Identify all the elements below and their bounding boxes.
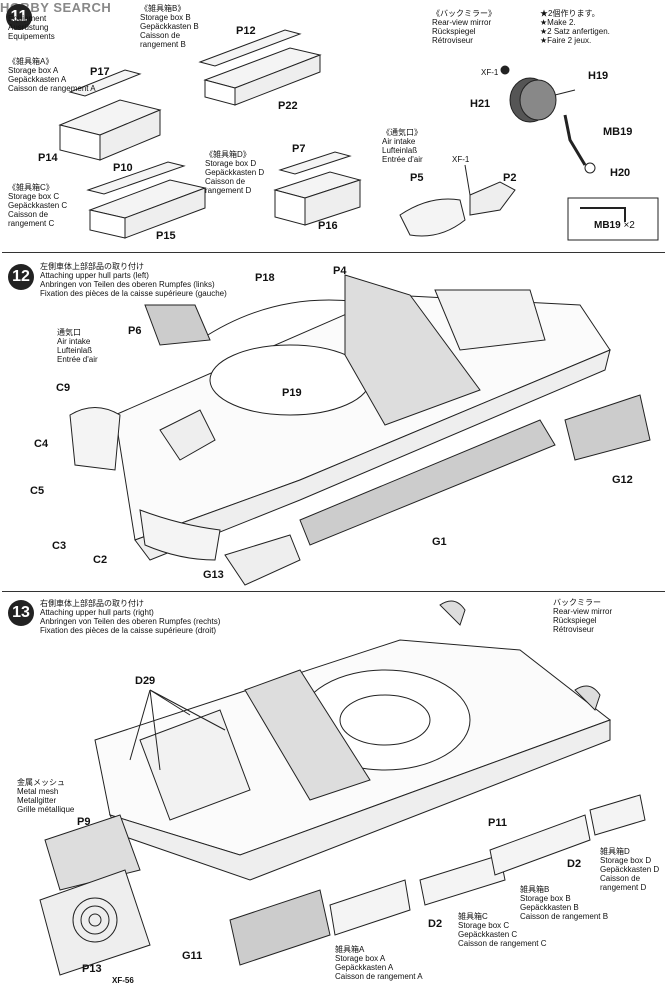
part-label: P12: [236, 25, 256, 37]
paint-code: XF-56: [112, 976, 134, 985]
part-label: D2: [567, 858, 582, 870]
part-label: P22: [278, 100, 298, 112]
storage-box-d-drawing: [273, 151, 362, 226]
part-label: P7: [292, 143, 306, 155]
part-label: G12: [612, 474, 633, 486]
step-13-divider: [2, 591, 665, 592]
step-11-number: 11: [6, 4, 32, 30]
air-intake-drawing: [399, 164, 516, 237]
part-label: H19: [588, 70, 609, 82]
part-label: P4: [333, 265, 347, 277]
part-label: P6: [128, 325, 142, 337]
part-label: P13: [82, 963, 102, 975]
make-two-note: ★2個作ります。★Make 2.★2 Satz anfertigen.★Fair…: [540, 9, 610, 45]
part-label: G13: [203, 569, 224, 581]
part-label: P14: [38, 152, 58, 164]
rear-view-mirror-drawing: [500, 65, 596, 174]
storage-box-c-drawing: [86, 161, 207, 239]
paint-code: XF-1: [481, 68, 499, 77]
part-label: C9: [56, 382, 71, 394]
storage-box-a-drawing: [58, 69, 162, 161]
step-13-number: 13: [8, 600, 34, 626]
part-label: P9: [77, 816, 91, 828]
part-label: P5: [410, 172, 424, 184]
part-label: C5: [30, 485, 45, 497]
part-label: C2: [93, 554, 108, 566]
part-label: D29: [135, 675, 156, 687]
part-label: G11: [182, 950, 203, 962]
part-label: C3: [52, 540, 67, 552]
part-label: P10: [113, 162, 133, 174]
part-label: G1: [432, 536, 447, 548]
part-label: H21: [470, 98, 491, 110]
upper-hull-right-drawing: [39, 600, 646, 976]
part-label: P17: [90, 66, 110, 78]
part-label: C4: [34, 438, 49, 450]
part-label: MB19: [603, 126, 633, 138]
step-12-number: 12: [8, 264, 34, 290]
part-label: P18: [255, 272, 275, 284]
part-label: P16: [318, 220, 338, 232]
part-label: P15: [156, 230, 176, 242]
part-label: P2: [503, 172, 517, 184]
part-label: D2: [428, 918, 443, 930]
part-label: P19: [282, 387, 302, 399]
storage-box-b-drawing: [198, 29, 322, 106]
paint-code: XF-1: [452, 155, 470, 164]
upper-hull-left-drawing: [69, 274, 651, 586]
part-label: P11: [488, 817, 507, 829]
part-label: H20: [610, 167, 631, 179]
step-12-divider: [2, 252, 665, 253]
tool-label: MB19 ×2: [594, 220, 635, 231]
